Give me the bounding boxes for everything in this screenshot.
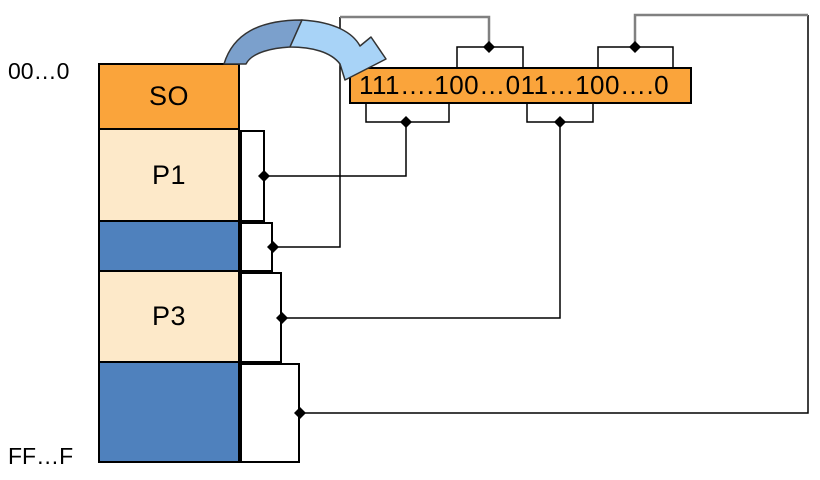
diamond-bracket-above-2 <box>629 41 641 53</box>
diamond-bracket-below-1 <box>400 116 412 128</box>
step-box-hole-2 <box>240 363 300 463</box>
segment-p1: P1 <box>100 130 238 222</box>
connector-p3-to-bitmap <box>282 122 561 319</box>
step-box-p1 <box>240 130 265 222</box>
bitmap-value: 111….100…011…100….0 <box>359 70 670 100</box>
segment-hole-1 <box>100 222 238 272</box>
bitmap-box: 111….100…011…100….0 <box>349 67 692 104</box>
connector-hole1-riser <box>273 17 341 248</box>
connector-hole1-top-gray <box>340 15 491 47</box>
bitmap-range-brackets <box>365 46 674 123</box>
diamond-bracket-above-1 <box>483 41 495 53</box>
diamond-hole1 <box>267 241 279 253</box>
memory-column: SO P1 P3 <box>98 63 240 463</box>
curved-arrow-back-segment <box>223 19 303 65</box>
curved-right-arrow-icon <box>223 19 387 81</box>
connector-endpoint-diamonds <box>258 41 641 419</box>
diamond-bracket-below-2 <box>554 116 566 128</box>
address-label-top: 00…0 <box>8 58 70 84</box>
diamond-p3 <box>276 312 288 324</box>
address-label-bottom: FF…F <box>8 443 74 469</box>
connector-p1-to-bitmap <box>264 122 407 177</box>
segment-os: SO <box>100 65 238 130</box>
connector-routes <box>264 13 809 414</box>
connector-hole2-riser <box>300 15 809 414</box>
segment-hole-2 <box>100 363 238 461</box>
diamond-p1 <box>258 170 270 182</box>
connector-hole2-top-gray <box>633 13 808 47</box>
segment-p3: P3 <box>100 272 238 363</box>
diamond-hole2 <box>294 407 306 419</box>
curved-arrow-head-segment <box>289 19 387 81</box>
